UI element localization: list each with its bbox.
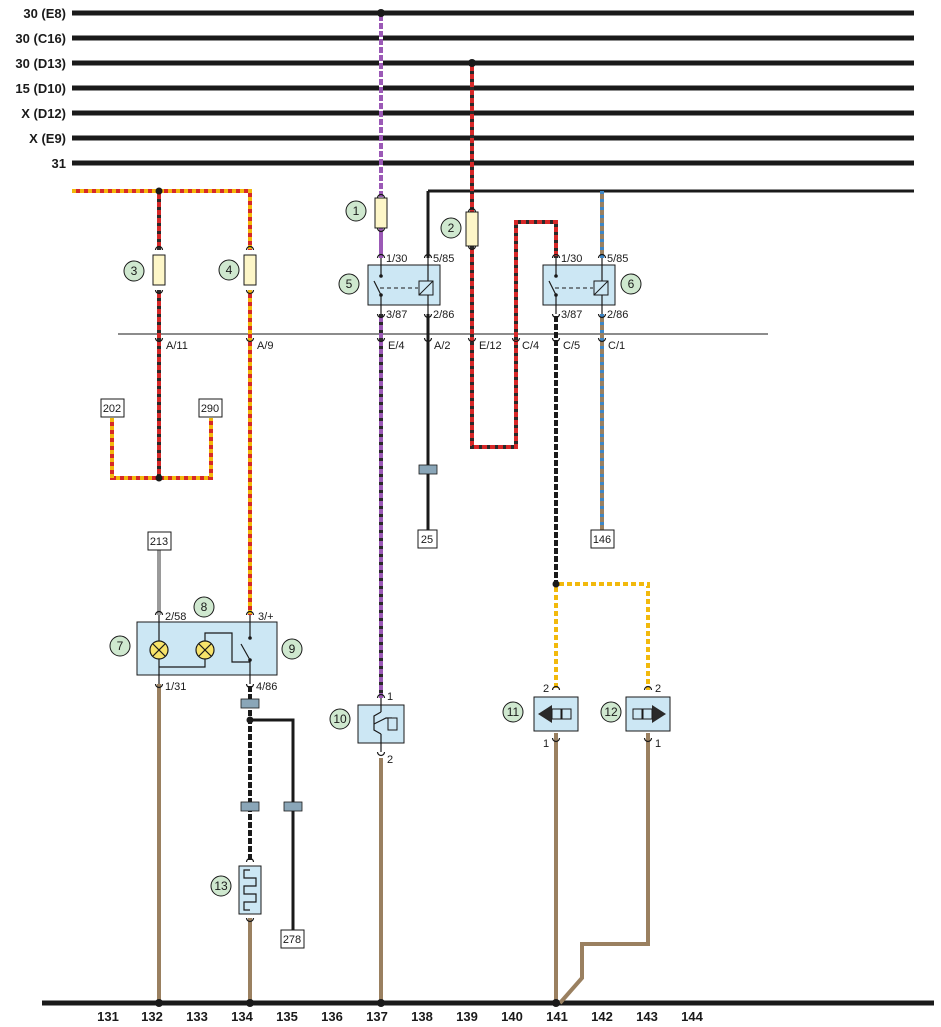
footer-num: 139 (456, 1009, 478, 1024)
badge-7: 7 (117, 639, 124, 653)
footer-num: 136 (321, 1009, 343, 1024)
connector-labels: A/11 A/9 E/4 A/2 E/12 C/4 C/5 C/1 (166, 340, 625, 352)
badge-12: 12 (604, 705, 618, 719)
footer-num: 131 (97, 1009, 119, 1024)
badge-9: 9 (289, 642, 296, 656)
badge-2: 2 (448, 221, 455, 235)
footer-num: 140 (501, 1009, 523, 1024)
footer-num: 144 (681, 1009, 703, 1024)
pin-r5-585: 5/85 (433, 253, 454, 265)
fuse-4 (243, 254, 257, 286)
bus-bars (42, 10, 934, 1006)
fuse-1 (374, 193, 388, 233)
conn-a2: A/2 (434, 340, 451, 352)
pin-r5-387: 3/87 (386, 309, 407, 321)
pin-r6-585: 5/85 (607, 253, 628, 265)
ref-25: 25 (421, 534, 433, 546)
ref-213: 213 (150, 536, 168, 548)
pin-sw-258: 2/58 (165, 611, 186, 623)
pin-r6-286: 2/86 (607, 309, 628, 321)
wire-black-278 (250, 718, 295, 930)
wires (72, 13, 914, 1005)
fuse-3 (152, 254, 166, 286)
conn-a9: A/9 (257, 340, 274, 352)
footer-num: 143 (636, 1009, 658, 1024)
bus-label-6: X (E9) (29, 131, 66, 146)
badge-1: 1 (353, 204, 360, 218)
pin-c10-2: 2 (387, 754, 393, 766)
bus-label-1: 30 (E8) (23, 6, 66, 21)
pin-c12-1: 1 (655, 738, 661, 750)
conn-c5: C/5 (563, 340, 580, 352)
reference-boxes: 202 290 213 25 146 278 (100, 398, 615, 949)
pin-sw-486: 4/86 (256, 681, 277, 693)
component-badges: 1 2 3 4 5 6 7 8 9 10 11 12 13 (109, 200, 642, 897)
bus-label-2: 30 (C16) (15, 31, 66, 46)
conn-a11: A/11 (166, 340, 188, 352)
footer-num: 133 (186, 1009, 208, 1024)
wire-red-yellow-feed (72, 189, 252, 250)
footer-num: 137 (366, 1009, 388, 1024)
footer-numbers: 131 132 133 134 135 136 137 138 139 140 … (97, 1009, 703, 1024)
badge-3: 3 (131, 264, 138, 278)
bus-label-3: 30 (D13) (15, 56, 66, 71)
bus-label-5: X (D12) (21, 106, 66, 121)
badge-13: 13 (214, 879, 228, 893)
pin-r5-130: 1/30 (386, 253, 407, 265)
pin-sw-131: 1/31 (165, 681, 186, 693)
sensor-10 (357, 698, 405, 752)
footer-num: 135 (276, 1009, 298, 1024)
ref-290: 290 (201, 403, 219, 415)
switch-assembly (136, 615, 278, 684)
pin-sw-3: 3/+ (258, 611, 274, 623)
horn-11 (533, 696, 579, 732)
badge-8: 8 (201, 600, 208, 614)
badge-10: 10 (333, 712, 347, 726)
pin-r6-387: 3/87 (561, 309, 582, 321)
wire-yellow-white-horns (554, 582, 650, 690)
wire-red-fuse3 (110, 191, 213, 480)
heater-13 (238, 865, 262, 915)
footer-num: 132 (141, 1009, 163, 1024)
pin-c11-2: 2 (543, 683, 549, 695)
relay-6 (542, 258, 616, 314)
footer-num: 142 (591, 1009, 613, 1024)
badge-5: 5 (346, 277, 353, 291)
conn-c4: C/4 (522, 340, 539, 352)
badge-6: 6 (628, 277, 635, 291)
ref-278: 278 (283, 934, 301, 946)
conn-e12: E/12 (479, 340, 502, 352)
bus-label-4: 15 (D10) (15, 81, 66, 96)
ref-202: 202 (103, 403, 121, 415)
inline-connectors (240, 464, 438, 812)
pin-c12-2: 2 (655, 683, 661, 695)
junction-dots (155, 9, 560, 1007)
footer-num: 134 (231, 1009, 253, 1024)
horn-12 (625, 696, 671, 732)
conn-e4: E/4 (388, 340, 405, 352)
pin-labels: 1/30 5/85 3/87 2/86 1/30 5/85 3/87 2/86 … (165, 253, 661, 766)
wire-brown-grounds (157, 684, 650, 1005)
badge-4: 4 (226, 263, 233, 277)
bus-labels: 30 (E8) 30 (C16) 30 (D13) 15 (D10) X (D1… (15, 6, 66, 171)
pin-c11-1: 1 (543, 738, 549, 750)
badge-11: 11 (507, 705, 520, 719)
conn-c1: C/1 (608, 340, 625, 352)
pin-r6-130: 1/30 (561, 253, 582, 265)
pin-c10-1: 1 (387, 691, 393, 703)
relay-5 (367, 258, 441, 314)
pin-r5-286: 2/86 (433, 309, 454, 321)
bus-label-7: 31 (52, 156, 66, 171)
ref-146: 146 (593, 534, 611, 546)
footer-num: 138 (411, 1009, 433, 1024)
footer-num: 141 (546, 1009, 568, 1024)
fuse-2 (465, 211, 479, 247)
wire-red-black-d13 (470, 63, 558, 449)
